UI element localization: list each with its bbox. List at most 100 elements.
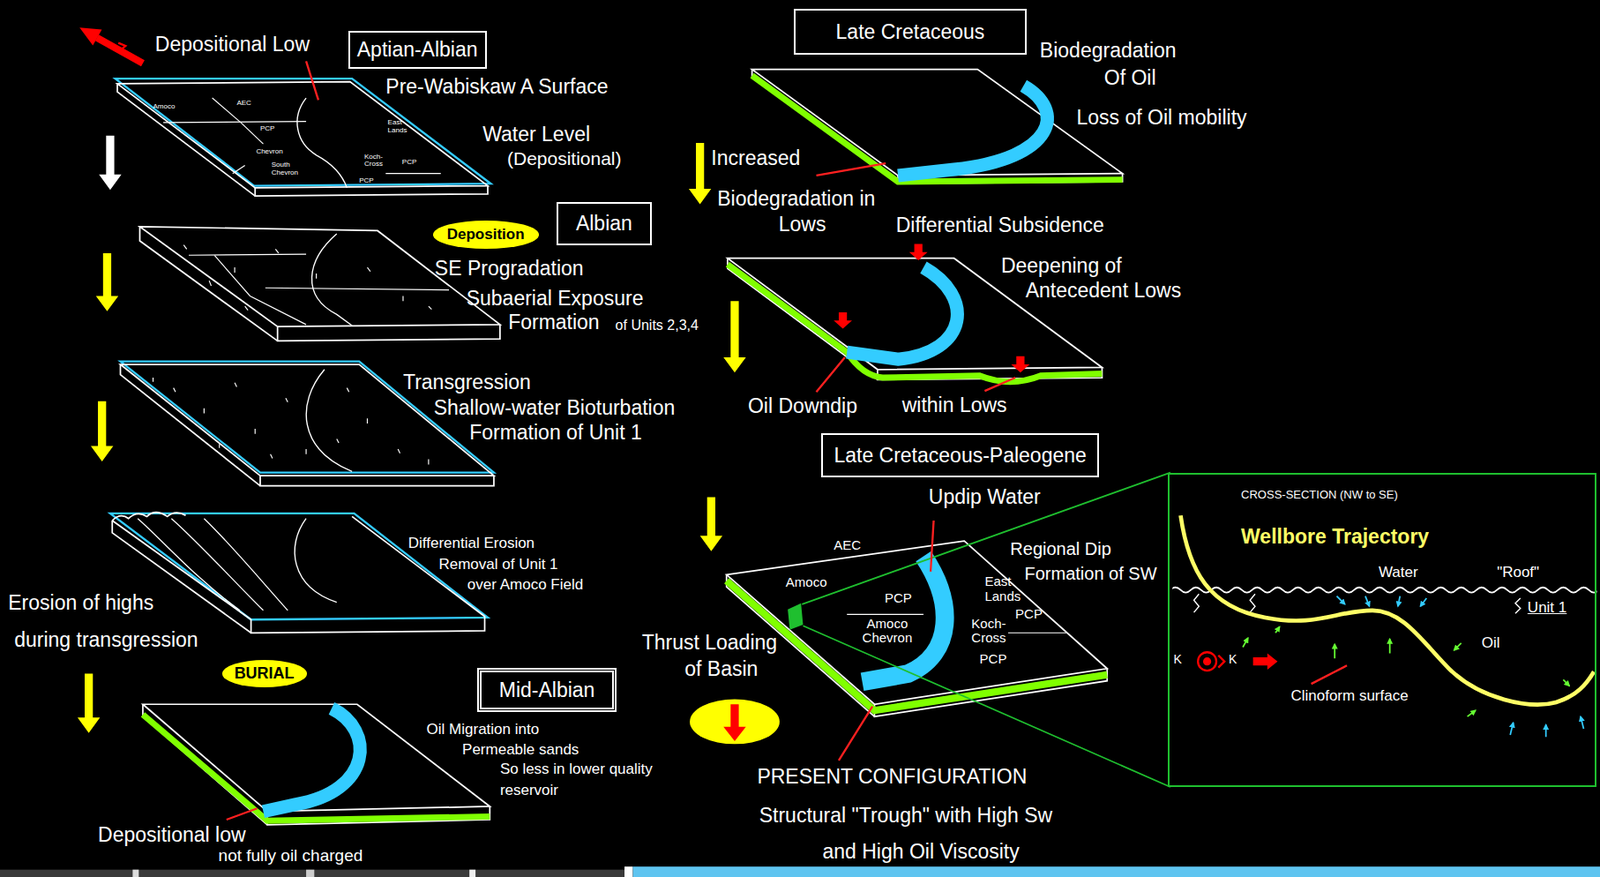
- block-diagram: [139, 226, 277, 342]
- cross-section: [1197, 651, 1217, 671]
- node-title: Late Cretaceous-Paleogene: [833, 443, 1086, 467]
- stage-oval: BURIAL: [222, 659, 307, 688]
- block-diagram: [112, 515, 485, 633]
- map-label: Koch- Cross: [971, 616, 1006, 646]
- direction-arrow: [79, 27, 102, 45]
- annotation: Erosion of highs: [7, 591, 154, 614]
- annotation: Deepening of: [1001, 254, 1122, 277]
- sequence-arrow: [700, 496, 723, 551]
- annotation: Antecedent Lows: [1025, 279, 1182, 302]
- annotation: Unit 1: [1527, 599, 1567, 617]
- block-diagram: [254, 186, 488, 197]
- subsidence-arrow: [833, 243, 1030, 373]
- bottom-bar: [0, 869, 633, 877]
- annotation: of Basin: [684, 657, 758, 681]
- annotation: Permeable sands: [462, 741, 579, 759]
- annotation: Subaerial Exposure: [466, 287, 644, 310]
- bottom-bar: [132, 869, 139, 877]
- cross-section: [1562, 679, 1570, 686]
- annotation: Removal of Unit 1: [438, 556, 558, 574]
- annotation: Thrust Loading: [642, 631, 778, 654]
- block-diagram: [232, 164, 246, 173]
- cross-section: [1580, 716, 1584, 729]
- node-title: Mid-Albian: [499, 678, 596, 702]
- cross-section: [1172, 515, 1597, 737]
- block-diagram: [297, 97, 347, 188]
- bottom-bar: [624, 866, 633, 877]
- annotation: Loss of Oil mobility: [1076, 106, 1248, 129]
- cross-section: [1172, 587, 1597, 593]
- node-title: Aptian-Albian: [357, 37, 479, 61]
- node-title: CROSS-SECTION (NW to SE): [1241, 488, 1399, 502]
- map-label: East Lands: [984, 574, 1021, 604]
- block-diagram: [240, 122, 263, 144]
- bottom-bar: [0, 866, 1600, 877]
- leader-line: [816, 163, 887, 176]
- block-diagram: [260, 475, 494, 486]
- annotation: Differential Subsidence: [896, 214, 1105, 237]
- annotation: Pre-Wabiskaw A Surface: [385, 75, 608, 98]
- stage-oval: Deposition: [433, 220, 539, 249]
- block-diagram: [277, 324, 501, 342]
- block-diagram: [153, 377, 429, 464]
- cross-section: [1420, 598, 1427, 606]
- bottom-bar: [632, 866, 1600, 877]
- cross-section: [1454, 642, 1462, 651]
- annotation: Shallow-water Bioturbation: [433, 396, 676, 419]
- annotation: Of Oil: [1104, 67, 1157, 90]
- map-label: PCP: [1015, 606, 1043, 622]
- period-box: Aptian-Albian: [348, 30, 487, 68]
- block-diagram: [120, 364, 261, 486]
- cross-section: [1333, 643, 1336, 658]
- cross-section: [1218, 655, 1225, 668]
- map-label: Amoco: [785, 575, 828, 591]
- cross-section: [1398, 596, 1400, 607]
- bottom-bar: [306, 869, 315, 877]
- block-diagram: [294, 518, 337, 603]
- block-diagram: [752, 69, 1123, 185]
- map-label: PCP: [402, 158, 417, 167]
- cross-section: [1253, 652, 1279, 670]
- annotation: SE Progradation: [434, 257, 584, 280]
- leader-line: [226, 807, 258, 820]
- map-label: Amoco: [153, 103, 176, 112]
- annotation: Regional Dip: [1009, 538, 1112, 559]
- reservoir-strip: [752, 75, 1123, 182]
- annotation: within Lows: [902, 394, 1008, 417]
- annotation: Biodegradation: [1039, 39, 1177, 62]
- annotation: Depositional Low: [155, 33, 310, 56]
- annotation: So less in lower quality: [500, 761, 653, 778]
- period-box: Late Cretaceous: [793, 8, 1028, 55]
- oil-band: [897, 85, 1047, 176]
- map-label: PCP: [358, 177, 374, 186]
- map-label: PCP: [260, 125, 275, 134]
- map-label: K: [1228, 652, 1237, 666]
- map-label: AEC: [236, 99, 251, 108]
- zoom-line: [801, 472, 1171, 787]
- annotation: Updip Water: [928, 485, 1041, 509]
- block-diagram: [385, 172, 441, 174]
- cross-section: [1275, 626, 1280, 633]
- direction-arrow: [118, 43, 128, 54]
- annotation: not fully oil charged: [218, 846, 364, 866]
- annotation: PRESENT CONFIGURATION: [756, 765, 1027, 788]
- annotation: Oil Downdip: [747, 395, 858, 418]
- annotation: of Units 2,3,4: [615, 317, 699, 334]
- annotation: Formation of SW: [1024, 563, 1158, 584]
- leader-line: [306, 60, 319, 100]
- block-diagram: [112, 512, 186, 521]
- annotation: and High Oil Viscosity: [822, 840, 1019, 863]
- annotation: "Roof": [1496, 564, 1540, 582]
- subsidence-symbol: [689, 698, 780, 744]
- map-label: South Chevron: [271, 161, 299, 178]
- block-diagram: [163, 121, 307, 123]
- node-title: Deposition: [447, 225, 525, 244]
- block-diagram: [110, 512, 488, 634]
- annotation: (Depositional): [507, 148, 622, 169]
- block-diagram: [212, 97, 241, 123]
- sequence-arrow: [723, 300, 746, 373]
- map-label: PCP: [979, 651, 1008, 667]
- cross-section: [1242, 637, 1249, 647]
- subsidence-symbol: [689, 698, 780, 744]
